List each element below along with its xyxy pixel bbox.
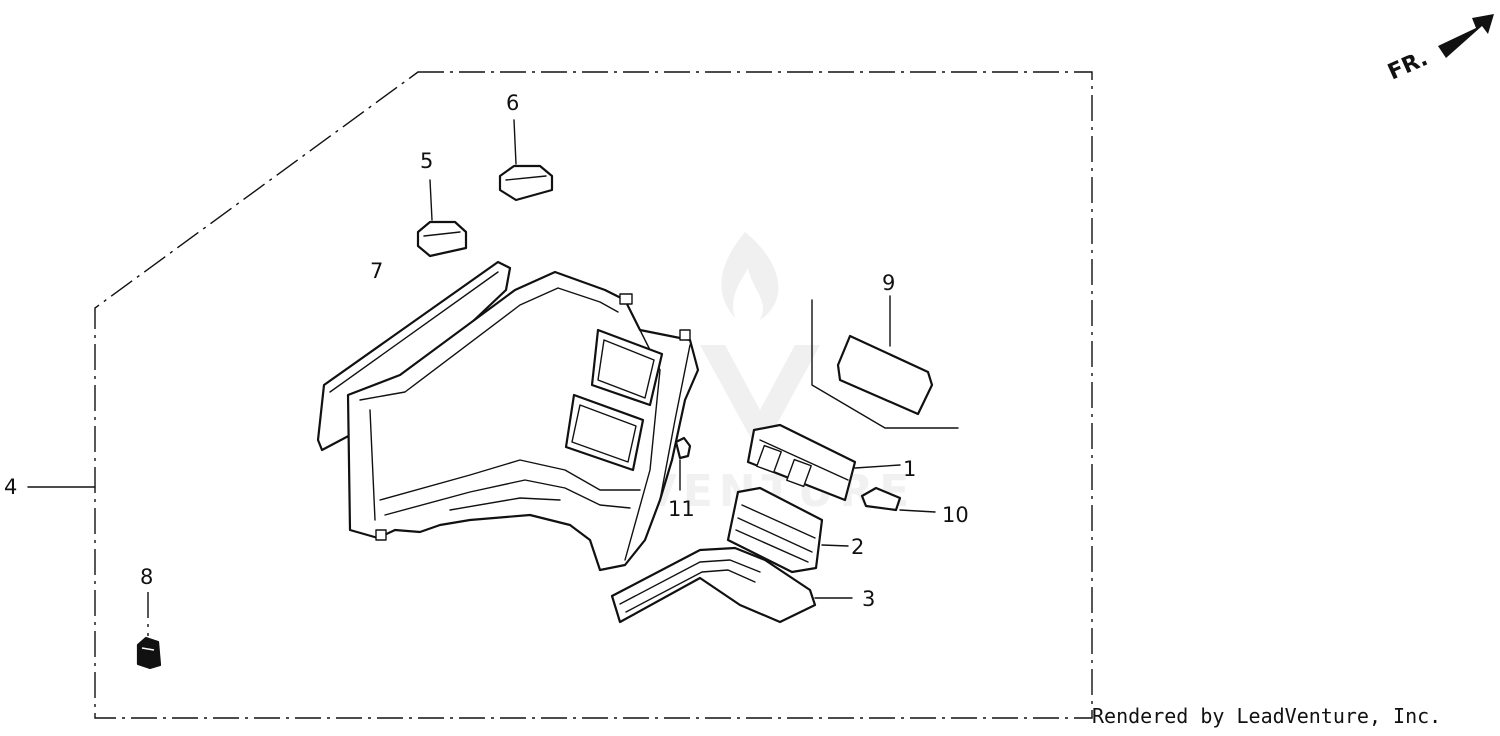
part-8-clip — [136, 592, 162, 670]
part-5-clip — [416, 179, 468, 258]
callout-7: 7 — [370, 259, 383, 283]
callout-labels: 1 2 3 4 5 6 7 8 9 10 11 — [4, 91, 969, 611]
credit-text: Rendered by LeadVenture, Inc. — [1092, 704, 1442, 728]
callout-9: 9 — [882, 271, 895, 295]
arrow-icon — [1438, 14, 1494, 58]
callout-3: 3 — [862, 587, 875, 611]
callout-11: 11 — [668, 497, 695, 521]
callout-1: 1 — [903, 457, 916, 481]
assembly-boundary — [27, 71, 1093, 719]
console-housing — [346, 270, 700, 572]
callout-10: 10 — [942, 503, 969, 527]
callout-5: 5 — [420, 149, 433, 173]
front-arrow: FR. — [1384, 14, 1494, 85]
callout-6: 6 — [506, 91, 519, 115]
callout-2: 2 — [851, 535, 864, 559]
callout-8: 8 — [140, 565, 153, 589]
part-9-cover — [811, 295, 959, 429]
part-2-bezel — [726, 486, 849, 574]
part-6-clip — [498, 119, 554, 202]
front-arrow-label: FR. — [1384, 46, 1431, 85]
part-3-bracket — [610, 546, 853, 624]
part-10-pad — [860, 486, 936, 513]
part-11-clip — [674, 436, 692, 491]
part-1-switch — [746, 423, 901, 502]
callout-4: 4 — [4, 475, 17, 499]
